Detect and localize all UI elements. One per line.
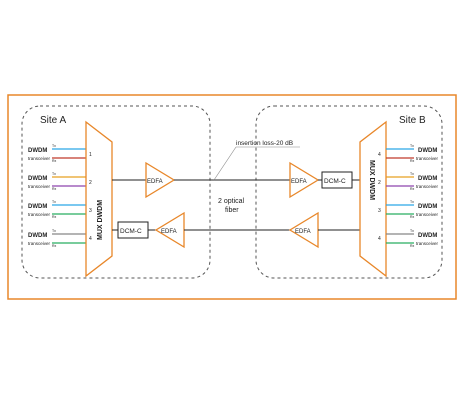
transceiver-sub: transceiver [28,156,51,161]
port-label: 3 [378,208,381,214]
site-b-region [255,105,443,279]
transceiver-b-1: Tx Rx DWDM transceiver [386,144,439,163]
edfa-b-tx: EDFA [288,211,319,249]
port-label: 2 [378,180,381,186]
tx-label: Tx [410,229,414,233]
transceiver-a-1: DWDM transceiver Tx Rx [28,144,86,163]
transceiver-b-4: Tx Rx DWDM transceiver [386,229,439,248]
edfa-amp-shape [145,161,176,199]
transceiver-a-2: DWDM transceiver Tx Rx [28,172,86,191]
site-a-transceivers: DWDM transceiver Tx Rx DWDM transceiver … [28,144,86,248]
port-label: 1 [89,152,92,158]
mux-b-shape [359,120,387,278]
transceiver-sub: transceiver [28,241,51,246]
port-label: 2 [89,180,92,186]
edfa-a-tx: EDFA [145,161,176,199]
site-b-transceivers: Tx Rx DWDM transceiver Tx Rx DWDM transc… [386,144,439,248]
transceiver-name: DWDM [418,204,437,210]
dcm-label: DCM-C [324,178,346,185]
transceiver-name: DWDM [28,204,47,210]
rx-label: Rx [410,215,415,219]
port-label: 3 [89,208,92,214]
transceiver-b-2: Tx Rx DWDM transceiver [386,172,439,191]
tx-label: Tx [52,144,56,148]
edfa-b-rx: EDFA [289,161,320,199]
tx-label: Tx [410,200,414,204]
mux-b-label: MUX DWDM [368,160,375,200]
transceiver-sub: transceiver [416,184,439,189]
transceiver-a-3: DWDM transceiver Tx Rx [28,200,86,219]
outer-frame [7,94,457,300]
mux-b: MUX DWDM 4 2 3 4 [359,120,387,278]
tx-label: Tx [52,229,56,233]
tx-label: Tx [52,200,56,204]
mux-a-shape [85,120,113,278]
edfa-label: EDFA [147,179,163,185]
rx-label: Rx [410,244,415,248]
transceiver-name: DWDM [28,233,47,239]
port-label: 4 [378,236,381,242]
transceiver-a-4: DWDM transceiver Tx Rx [28,229,86,248]
transceiver-sub: transceiver [416,241,439,246]
rx-label: Rx [52,215,57,219]
transceiver-sub: transceiver [28,212,51,217]
fiber-label-line1: 2 optical [218,198,245,205]
dcm-a: DCM-C [117,221,149,239]
site-a-region [21,105,211,279]
rx-label: Rx [410,159,415,163]
mux-a: MUX DWDM 1 2 3 4 [85,120,113,278]
port-label: 4 [89,236,92,242]
dcm-b: DCM-C [321,171,353,189]
tx-label: Tx [410,172,414,176]
transceiver-name: DWDM [418,233,437,239]
site-b-title: Site B [399,115,426,126]
rx-label: Rx [410,187,415,191]
transceiver-name: DWDM [418,148,437,154]
dcm-label: DCM-C [120,228,142,235]
edfa-a-rx: EDFA [154,211,185,249]
fiber-label-line2: fiber [225,207,239,214]
edfa-label: EDFA [161,229,177,235]
rx-label: Rx [52,187,57,191]
rx-label: Rx [52,159,57,163]
edfa-label: EDFA [295,229,311,235]
rx-label: Rx [52,244,57,248]
transceiver-sub: transceiver [28,184,51,189]
edfa-amp-shape [289,161,320,199]
transceiver-name: DWDM [418,176,437,182]
mux-a-label: MUX DWDM [97,200,104,240]
insertion-loss-text: insertion loss-20 dB [236,140,293,147]
edfa-label: EDFA [291,179,307,185]
site-a-title: Site A [40,115,66,126]
transceiver-b-3: Tx Rx DWDM transceiver [386,200,439,219]
port-label: 4 [378,152,381,158]
insertion-loss-leader [213,146,237,181]
transceiver-sub: transceiver [416,156,439,161]
tx-label: Tx [52,172,56,176]
transceiver-name: DWDM [28,176,47,182]
tx-label: Tx [410,144,414,148]
transceiver-sub: transceiver [416,212,439,217]
transceiver-name: DWDM [28,148,47,154]
